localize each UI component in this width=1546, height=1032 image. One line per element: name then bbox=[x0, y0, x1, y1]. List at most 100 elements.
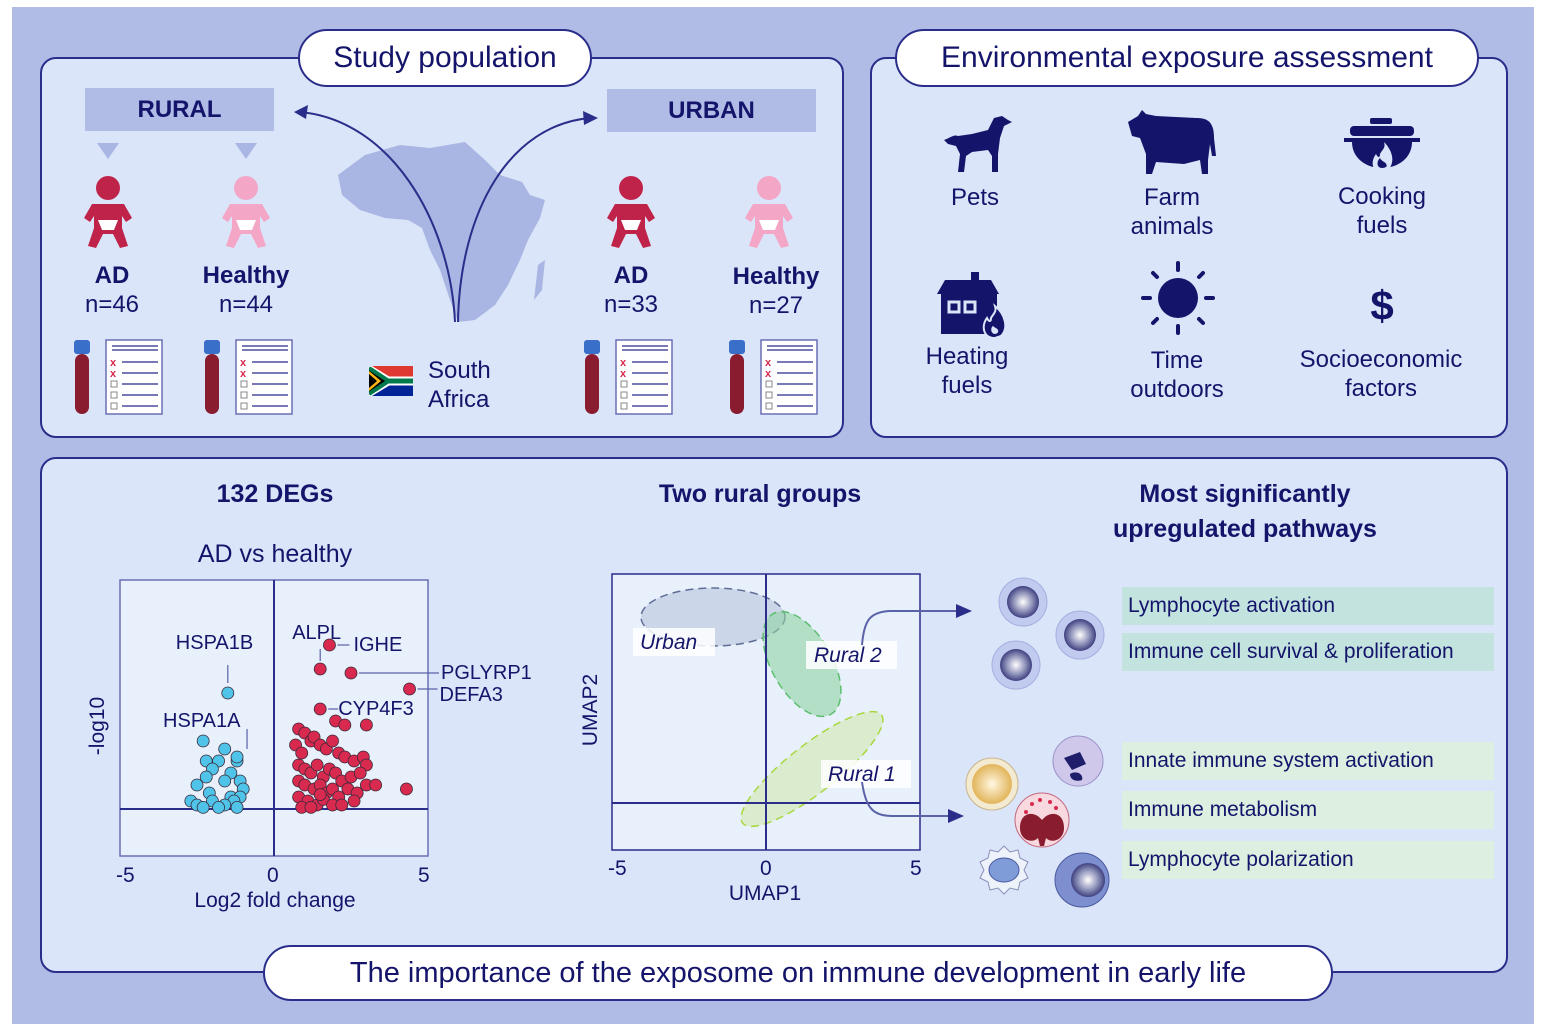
south-africa-flag-icon bbox=[369, 366, 413, 396]
downregulated-gene-point bbox=[230, 750, 244, 764]
rural-ad-label: AD bbox=[94, 262, 130, 289]
cooking-pot-fire-icon bbox=[1344, 118, 1420, 172]
upregulated-gene-point bbox=[344, 666, 358, 680]
blood-tube-icon: xx bbox=[729, 339, 818, 415]
upregulated-gene-point bbox=[338, 718, 352, 732]
urban-ad-count: n=33 bbox=[603, 291, 659, 318]
upregulated-gene-point bbox=[310, 758, 324, 772]
urban-healthy-count: n=27 bbox=[748, 292, 804, 319]
gene-label-hspa1b: HSPA1B bbox=[176, 632, 253, 654]
svg-text:x: x bbox=[110, 357, 117, 369]
env-item-label: Heating bbox=[925, 343, 1009, 370]
rural1-arrow-head bbox=[948, 809, 964, 823]
downregulated-gene-point bbox=[199, 770, 213, 784]
rural-ad-pointer bbox=[97, 143, 119, 159]
house-fire-icon bbox=[937, 272, 1007, 340]
env-item-label: Time bbox=[1150, 347, 1204, 374]
upregulated-gene-point bbox=[347, 794, 361, 808]
upregulated-gene-point bbox=[313, 662, 327, 676]
downregulated-gene-point bbox=[218, 774, 232, 788]
downregulated-gene-point bbox=[196, 734, 210, 748]
upregulated-gene-point bbox=[353, 766, 367, 780]
upregulated-gene-point bbox=[304, 800, 318, 814]
pathways-title: Most significantly upregulated pathways bbox=[1070, 477, 1420, 547]
gene-label-alpl: ALPL bbox=[292, 622, 341, 644]
gene-label-cyp4f3: CYP4F3 bbox=[338, 698, 414, 720]
volcano-xtick: 0 bbox=[267, 864, 279, 887]
upregulated-gene-point bbox=[369, 778, 383, 792]
env-item-label: fuels bbox=[1356, 212, 1408, 239]
upregulated-gene-point bbox=[313, 702, 327, 716]
rural-healthy-label: Healthy bbox=[202, 262, 290, 289]
baby-icon bbox=[607, 176, 655, 248]
volcano-xtick: -5 bbox=[116, 864, 135, 887]
rural-ad-count: n=46 bbox=[84, 291, 140, 318]
connector-arrows bbox=[861, 604, 972, 823]
downregulated-gene-point bbox=[230, 800, 244, 814]
umap-xtick: 0 bbox=[760, 857, 772, 880]
upregulated-gene-point bbox=[326, 734, 339, 748]
env-item-label: outdoors bbox=[1130, 376, 1224, 403]
downregulated-gene-point bbox=[196, 800, 210, 814]
svg-text:x: x bbox=[765, 368, 772, 380]
svg-text:x: x bbox=[110, 368, 117, 380]
rural1-cluster-label: Rural 1 bbox=[828, 763, 896, 786]
upregulated-gene-point bbox=[403, 682, 416, 696]
env-item-label: Socioeconomic bbox=[1299, 346, 1463, 373]
env-item-label: animals bbox=[1130, 213, 1214, 240]
africa-map-icon bbox=[294, 105, 598, 323]
baby-icon bbox=[84, 176, 132, 248]
rural-healthy-pointer bbox=[235, 143, 257, 159]
umap-xlabel: UMAP1 bbox=[728, 882, 802, 905]
umap-ylabel: UMAP2 bbox=[579, 673, 602, 747]
pathway-innate-immune-activation: Innate immune system activation bbox=[1122, 742, 1494, 780]
rural2-label-box bbox=[806, 641, 897, 669]
baby-icon bbox=[222, 176, 270, 248]
urban-ad-label: AD bbox=[613, 262, 649, 289]
downregulated-gene-point bbox=[221, 686, 235, 700]
volcano-title: AD vs healthy bbox=[197, 540, 353, 568]
pathway-immune-cell-survival: Immune cell survival & proliferation bbox=[1122, 633, 1494, 671]
umap-plot: Urban Rural 2 Rural 1 bbox=[611, 573, 921, 851]
volcano-xlabel: Log2 fold change bbox=[194, 889, 356, 912]
gene-label-ighe: IGHE bbox=[353, 634, 402, 656]
arrow-to-rural-head bbox=[294, 105, 308, 119]
madagascar-silhouette bbox=[534, 260, 545, 300]
svg-text:x: x bbox=[765, 357, 772, 369]
innate-cells-icon bbox=[965, 735, 1110, 908]
dog-icon bbox=[944, 116, 1012, 172]
upregulated-gene-point bbox=[323, 638, 336, 652]
svg-text:x: x bbox=[240, 357, 247, 369]
upregulated-gene-point bbox=[295, 746, 309, 760]
upregulated-gene-point bbox=[335, 798, 349, 812]
env-item-label: fuels bbox=[941, 372, 993, 399]
pathways-title-line1: Most significantly bbox=[1139, 480, 1351, 508]
upregulated-gene-point bbox=[359, 718, 373, 732]
environment-title: Environmental exposure assessment bbox=[895, 29, 1479, 87]
country-line2: Africa bbox=[428, 386, 490, 413]
svg-text:x: x bbox=[620, 368, 627, 380]
env-item-pets: Pets bbox=[865, 183, 1085, 212]
rural2-arrow-head bbox=[956, 604, 972, 618]
env-item-label: factors bbox=[1344, 375, 1418, 402]
blood-tube-icon: xx bbox=[584, 339, 673, 415]
study-population-title: Study population bbox=[298, 29, 592, 87]
urban-cluster-label: Urban bbox=[640, 631, 697, 654]
pathway-lymphocyte-activation: Lymphocyte activation bbox=[1122, 587, 1494, 625]
arrow-to-rural bbox=[299, 111, 456, 323]
gene-label-pglyrp1: PGLYRP1 bbox=[441, 662, 532, 684]
urban-label-box bbox=[633, 628, 715, 656]
blood-tube-icon: xx bbox=[74, 339, 163, 415]
umap-xtick: -5 bbox=[608, 857, 627, 880]
env-item-label: Pets bbox=[950, 184, 1000, 211]
env-item-label: Farm bbox=[1144, 184, 1200, 211]
degs-title: 132 DEGs bbox=[216, 480, 334, 508]
upregulated-gene-point bbox=[400, 782, 413, 796]
rural2-cluster-label: Rural 2 bbox=[814, 644, 882, 667]
gene-label-defa3: DEFA3 bbox=[440, 684, 503, 706]
